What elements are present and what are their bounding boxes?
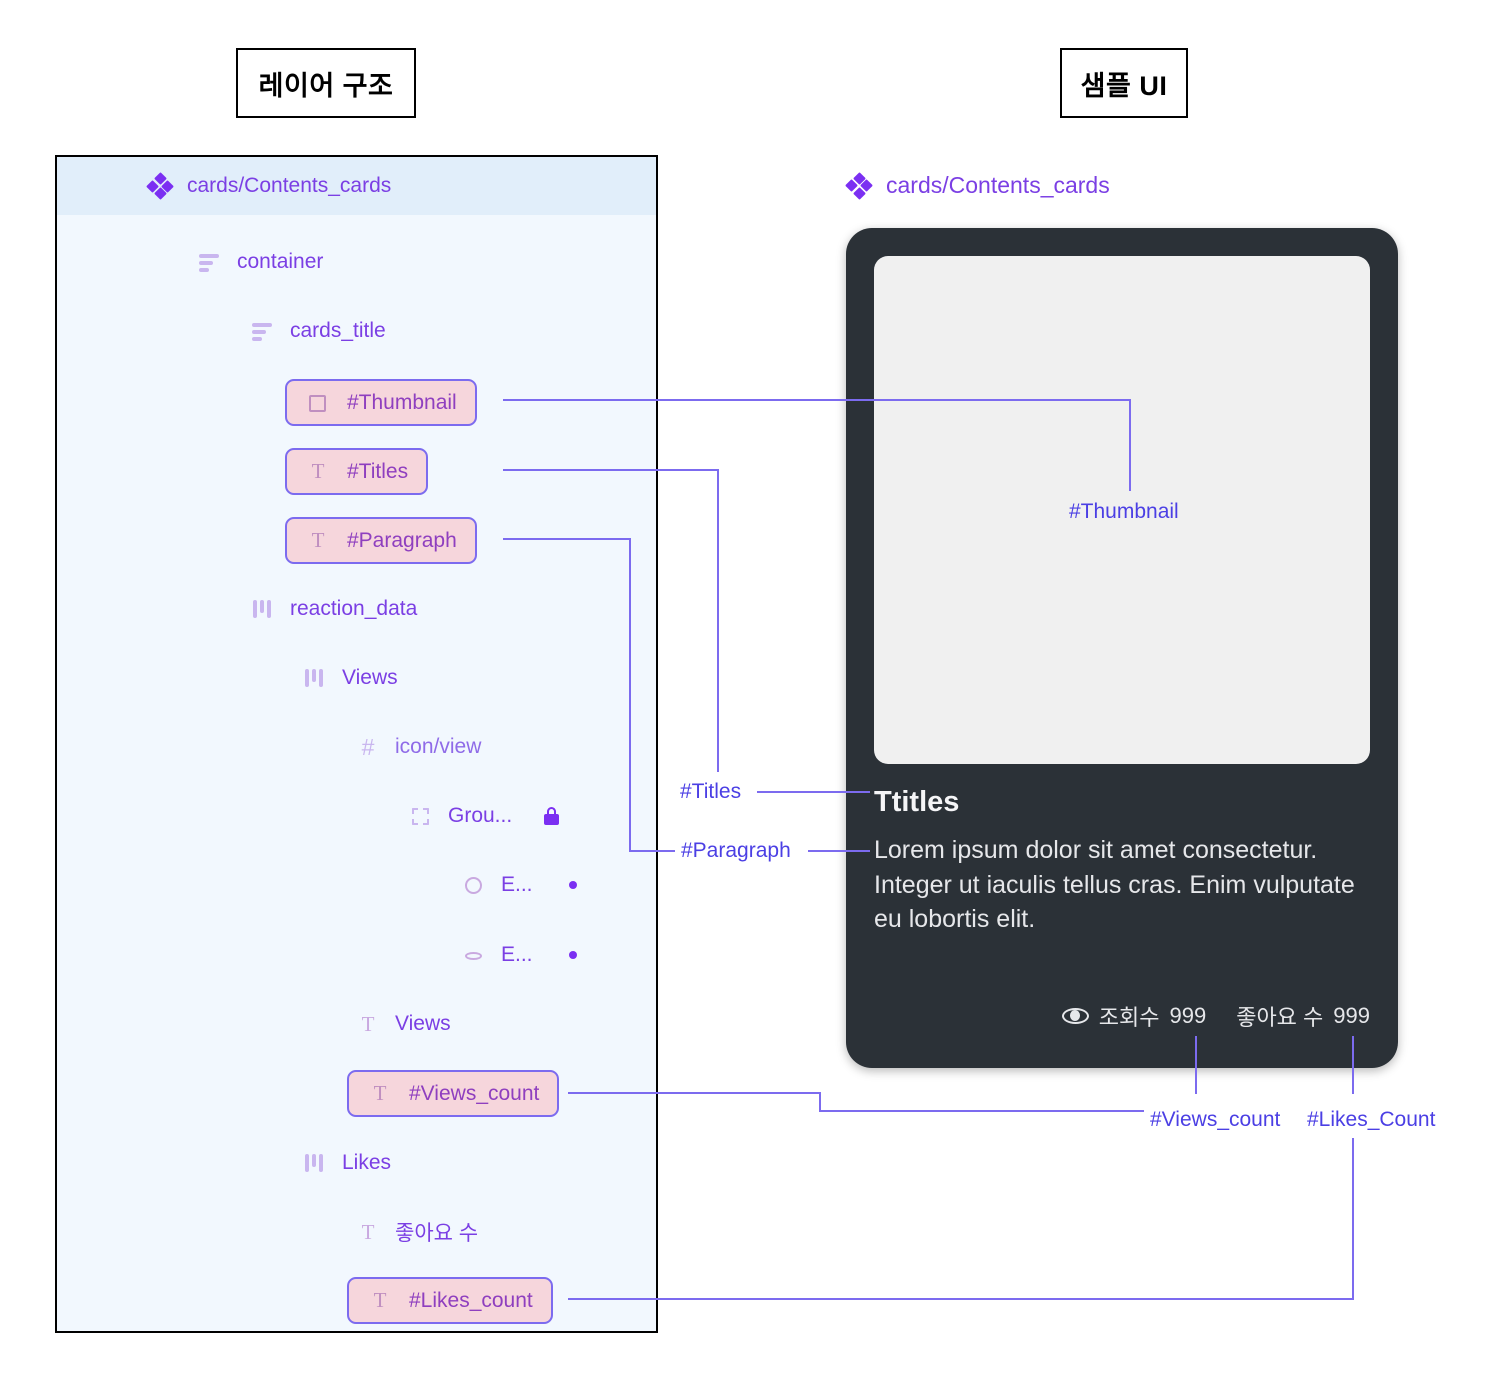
card-title: Ttitles [874,786,960,818]
text-icon: T [373,1288,387,1312]
vstack-icon [250,318,276,344]
layer-row-views-group[interactable]: Views [302,661,398,695]
layer-label: Grou... [448,804,513,827]
instance-icon: # [361,733,375,760]
layer-label: Views [395,1012,451,1035]
layer-label: Views [342,666,398,689]
connector-views-v1 [819,1092,821,1112]
hstack-icon [302,665,328,691]
layer-label: container [237,250,324,273]
connector-likes-stalk [1352,1036,1354,1094]
layer-label: #Views_count [409,1081,540,1105]
layer-row-cards-title[interactable]: cards_title [250,314,386,348]
card-paragraph: Lorem ipsum dolor sit amet consectetur. … [874,836,1355,933]
connector-thumbnail-v [1129,399,1131,491]
connector-views-h2 [819,1110,1144,1112]
card-stats-row: 조회수 999 좋아요 수 999 [1061,1000,1370,1032]
layer-label: cards/Contents_cards [187,174,392,197]
thumbnail-placeholder [874,256,1370,764]
device-card: Ttitles Lorem ipsum dolor sit amet conse… [846,228,1398,1068]
views-stat: 조회수 999 [1061,1000,1207,1032]
callout-titles: #Titles [680,780,742,803]
connector-titles-h3 [757,791,870,793]
connector-titles-h1 [503,469,719,471]
connector-paragraph-v [629,538,631,851]
callout-likes-count: #Likes_Count [1307,1108,1436,1131]
layer-label: reaction_data [290,597,418,620]
text-icon: T [361,1219,375,1244]
connector-paragraph-h2 [629,850,675,852]
text-icon: T [361,1011,375,1036]
hstack-icon [302,1150,328,1176]
section-header-layer-structure: 레이어 구조 [236,48,416,118]
layer-label: #Paragraph [347,528,457,552]
layer-label: #Likes_count [409,1288,533,1312]
layer-label: #Thumbnail [347,390,457,414]
layer-label: Likes [342,1151,392,1174]
dot-icon [568,881,577,889]
layer-label: E... [501,943,533,966]
views-value: 999 [1169,1003,1207,1028]
group-icon [408,803,434,829]
connector-titles-v [717,469,719,772]
section-header-sample-ui: 샘플 UI [1060,48,1188,118]
vstack-icon [197,249,223,275]
rect-icon [305,390,331,416]
likes-stat: 좋아요 수 999 [1236,1000,1370,1032]
callout-thumbnail: #Thumbnail [1069,500,1179,523]
connector-likes-h1 [568,1298,1354,1300]
callout-paragraph: #Paragraph [681,839,791,862]
text-icon: T [373,1081,387,1105]
layer-chip-titles[interactable]: T #Titles [285,448,429,495]
likes-label: 좋아요 수 [1236,1005,1324,1030]
layer-chip-likes-count[interactable]: T #Likes_count [347,1277,553,1324]
text-icon: T [311,528,325,552]
layer-tree-panel: cards/Contents_cards container cards_tit… [55,155,658,1333]
layer-chip-views-count[interactable]: T #Views_count [347,1070,560,1117]
connector-paragraph-h1 [503,538,631,540]
component-label: cards/Contents_cards [886,172,1110,198]
layer-row-views-text[interactable]: T Views [355,1007,451,1041]
connector-paragraph-h3 [808,850,870,852]
likes-value: 999 [1333,1003,1370,1028]
layer-chip-thumbnail[interactable]: #Thumbnail [285,379,477,426]
layer-label: icon/view [395,735,482,758]
layer-row-contents-cards[interactable]: cards/Contents_cards [57,157,656,215]
layer-label: 좋아요 수 [395,1222,479,1245]
layer-row-likes-text[interactable]: T 좋아요 수 [355,1215,479,1249]
layer-row-group[interactable]: Grou... [408,799,560,833]
layer-row-likes-group[interactable]: Likes [302,1146,391,1180]
component-icon [146,172,174,200]
layer-row-icon-view[interactable]: # icon/view [355,730,482,764]
layer-row-ellipse-1[interactable]: E... [461,868,577,902]
dot-icon [568,951,577,959]
layer-label: cards_title [290,319,386,342]
connector-views-h1 [568,1092,821,1094]
sample-component-title: cards/Contents_cards [845,171,1110,200]
layer-row-reaction-data[interactable]: reaction_data [250,592,417,626]
connector-views-stalk [1195,1036,1197,1094]
eye-icon [1061,1008,1089,1024]
ellipse-icon [461,872,487,898]
connector-likes-v [1352,1138,1354,1300]
text-icon: T [311,459,325,483]
layer-row-container[interactable]: container [197,245,323,279]
ellipse-flat-icon [461,942,487,968]
hstack-icon [250,596,276,622]
lock-icon[interactable] [544,807,560,825]
connector-thumbnail-h [503,399,1131,401]
layer-chip-paragraph[interactable]: T #Paragraph [285,517,477,564]
layer-label: E... [501,873,533,896]
layer-row-ellipse-2[interactable]: E... [461,938,577,972]
layer-label: #Titles [347,459,409,483]
callout-views-count: #Views_count [1150,1108,1281,1131]
views-label: 조회수 [1098,1005,1160,1030]
component-icon [845,171,873,200]
